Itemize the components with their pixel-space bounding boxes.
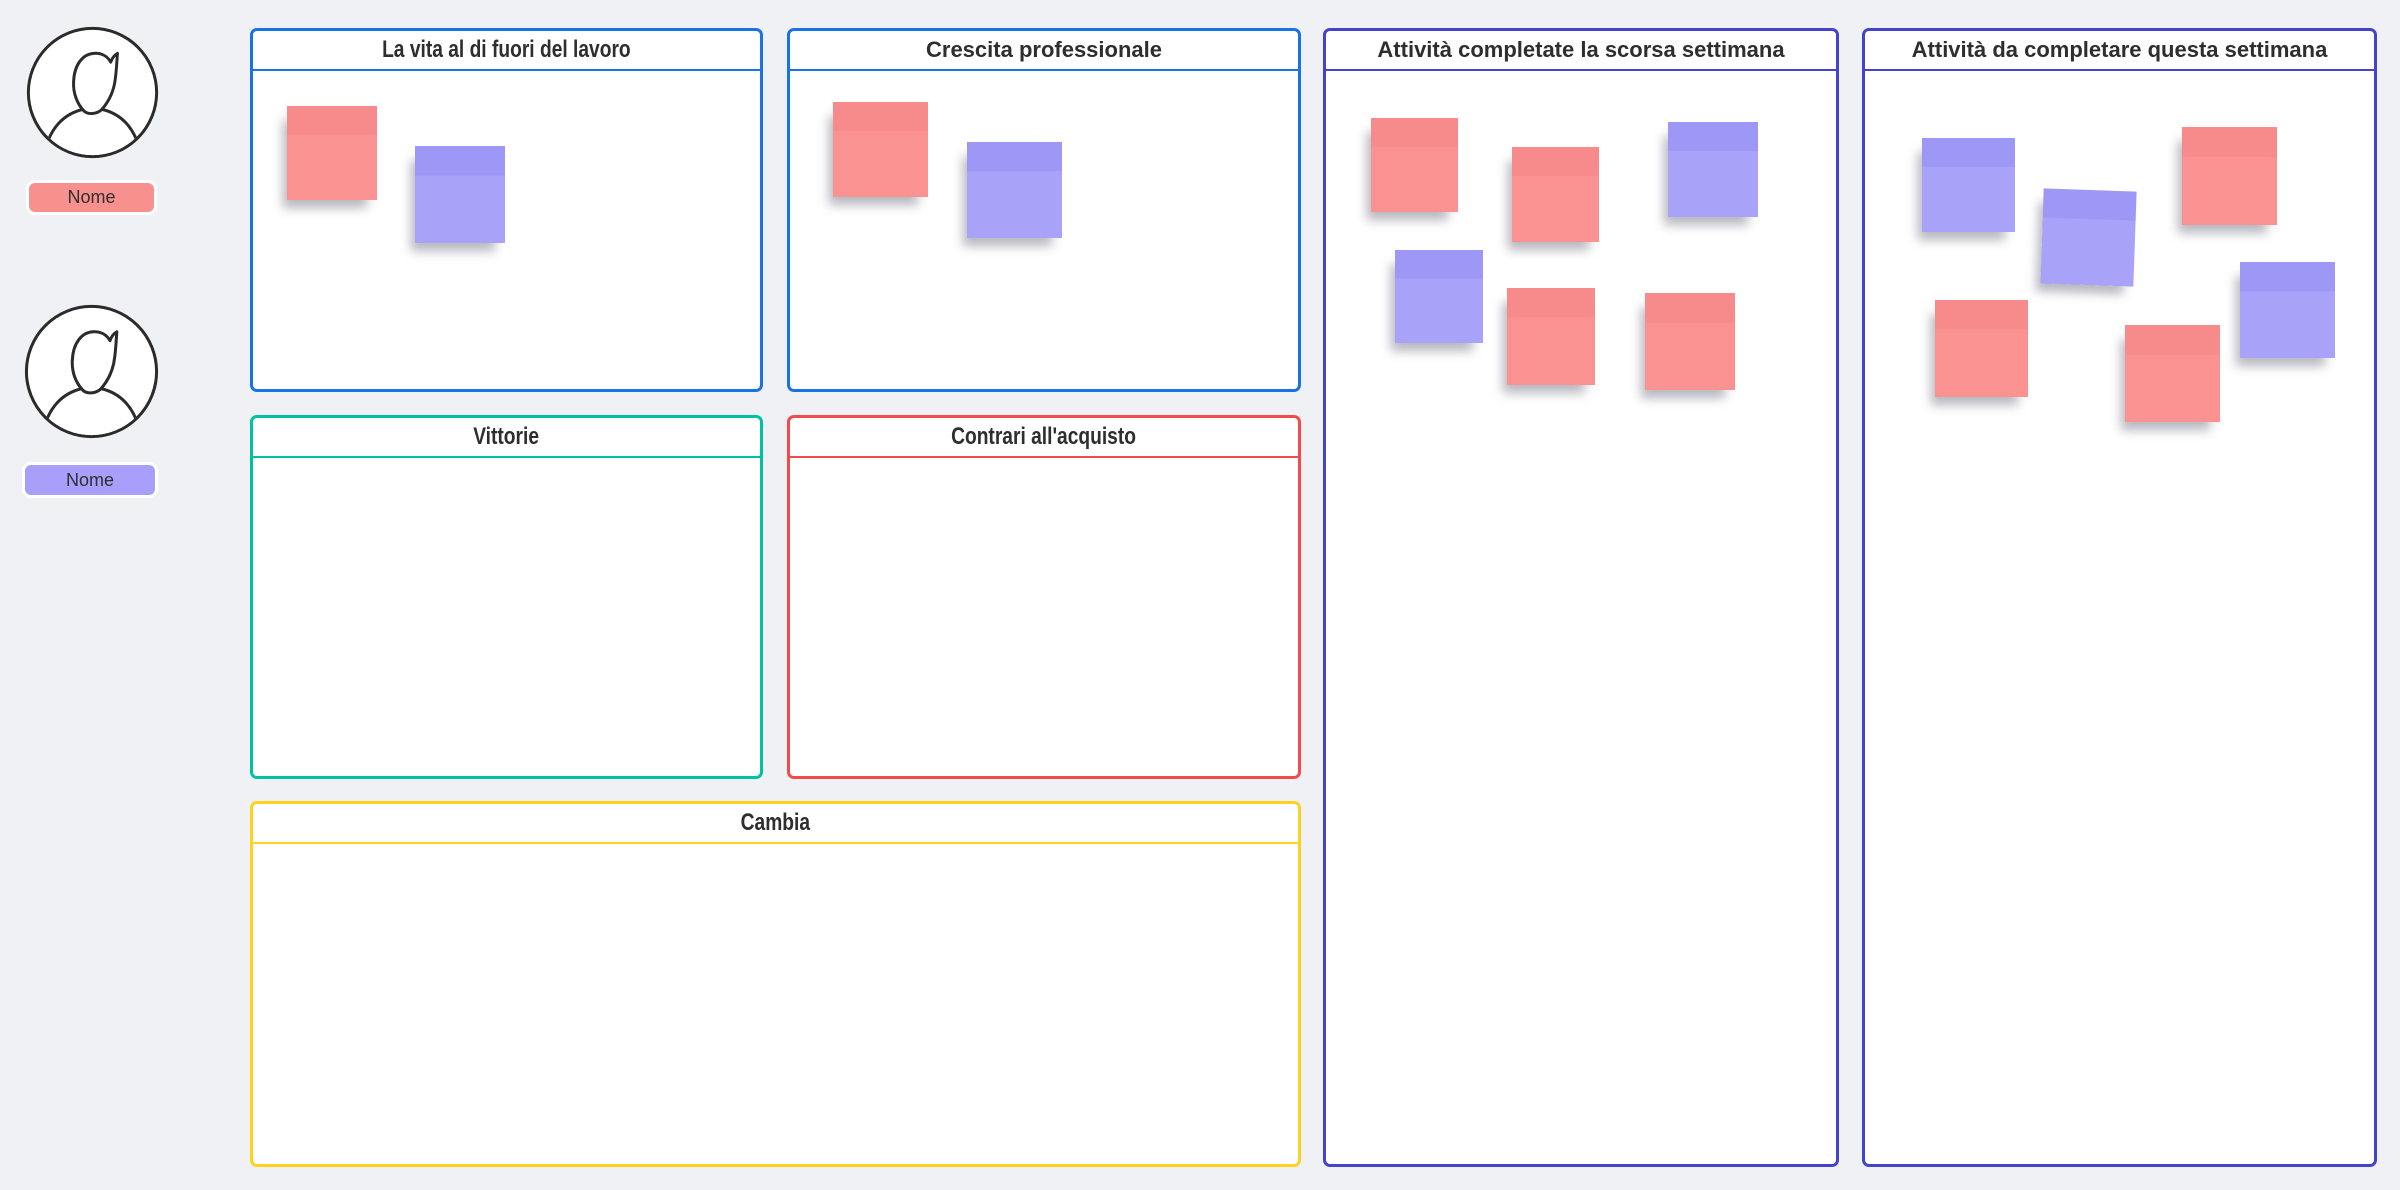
sticky-note[interactable] bbox=[1935, 300, 2028, 397]
avatar[interactable] bbox=[23, 303, 160, 440]
sticky-note[interactable] bbox=[2240, 262, 2335, 358]
name-tag-label: Nome bbox=[67, 187, 116, 207]
sticky-note[interactable] bbox=[2125, 325, 2220, 422]
person-icon bbox=[24, 304, 159, 439]
frame-crescita-professionale[interactable]: Crescita professionale bbox=[787, 28, 1301, 392]
frame-title: Crescita professionale bbox=[926, 37, 1162, 62]
name-tag-label: Nome bbox=[65, 469, 114, 490]
frame-header: Crescita professionale bbox=[790, 31, 1298, 71]
sticky-note[interactable] bbox=[1645, 293, 1735, 390]
frame-la-vita-al-di-fuori-del-lavoro[interactable]: La vita al di fuori del lavoro bbox=[250, 28, 763, 392]
frame-title: Attività da completare questa settimana bbox=[1911, 37, 2328, 62]
sticky-note[interactable] bbox=[1668, 122, 1758, 217]
name-tag-purple[interactable]: Nome bbox=[22, 462, 158, 498]
frame-header: Attività da completare questa settimana bbox=[1865, 31, 2374, 71]
frame-header: Vittorie bbox=[253, 418, 760, 458]
person-icon bbox=[26, 26, 159, 159]
sticky-note[interactable] bbox=[1922, 138, 2015, 232]
frame-title: Vittorie bbox=[473, 423, 540, 450]
sticky-note[interactable] bbox=[1512, 147, 1599, 242]
sticky-note[interactable] bbox=[1395, 250, 1483, 343]
sticky-note[interactable] bbox=[1507, 288, 1595, 385]
sticky-note[interactable] bbox=[287, 106, 377, 200]
name-tag-pink[interactable]: Nome bbox=[26, 180, 157, 215]
avatar[interactable] bbox=[25, 25, 160, 160]
sticky-note[interactable] bbox=[2182, 127, 2277, 225]
frame-header: Contrari all'acquisto bbox=[790, 418, 1298, 458]
frame-header: La vita al di fuori del lavoro bbox=[253, 31, 760, 71]
frame-title: La vita al di fuori del lavoro bbox=[382, 36, 631, 63]
sticky-note[interactable] bbox=[1371, 118, 1458, 212]
frame-header: Attività completate la scorsa settimana bbox=[1326, 31, 1836, 71]
frame-title: Contrari all'acquisto bbox=[951, 423, 1137, 450]
frame-contrari-all-acquisto[interactable]: Contrari all'acquisto bbox=[787, 415, 1301, 779]
frame-title: Attività completate la scorsa settimana bbox=[1377, 37, 1785, 62]
sticky-note[interactable] bbox=[833, 102, 928, 197]
sticky-note[interactable] bbox=[967, 142, 1062, 238]
sticky-note[interactable] bbox=[2040, 188, 2137, 287]
sticky-note[interactable] bbox=[415, 146, 505, 243]
frame-cambia[interactable]: Cambia bbox=[250, 801, 1301, 1167]
frame-header: Cambia bbox=[253, 804, 1298, 844]
frame-title: Cambia bbox=[740, 809, 811, 836]
frame-vittorie[interactable]: Vittorie bbox=[250, 415, 763, 779]
